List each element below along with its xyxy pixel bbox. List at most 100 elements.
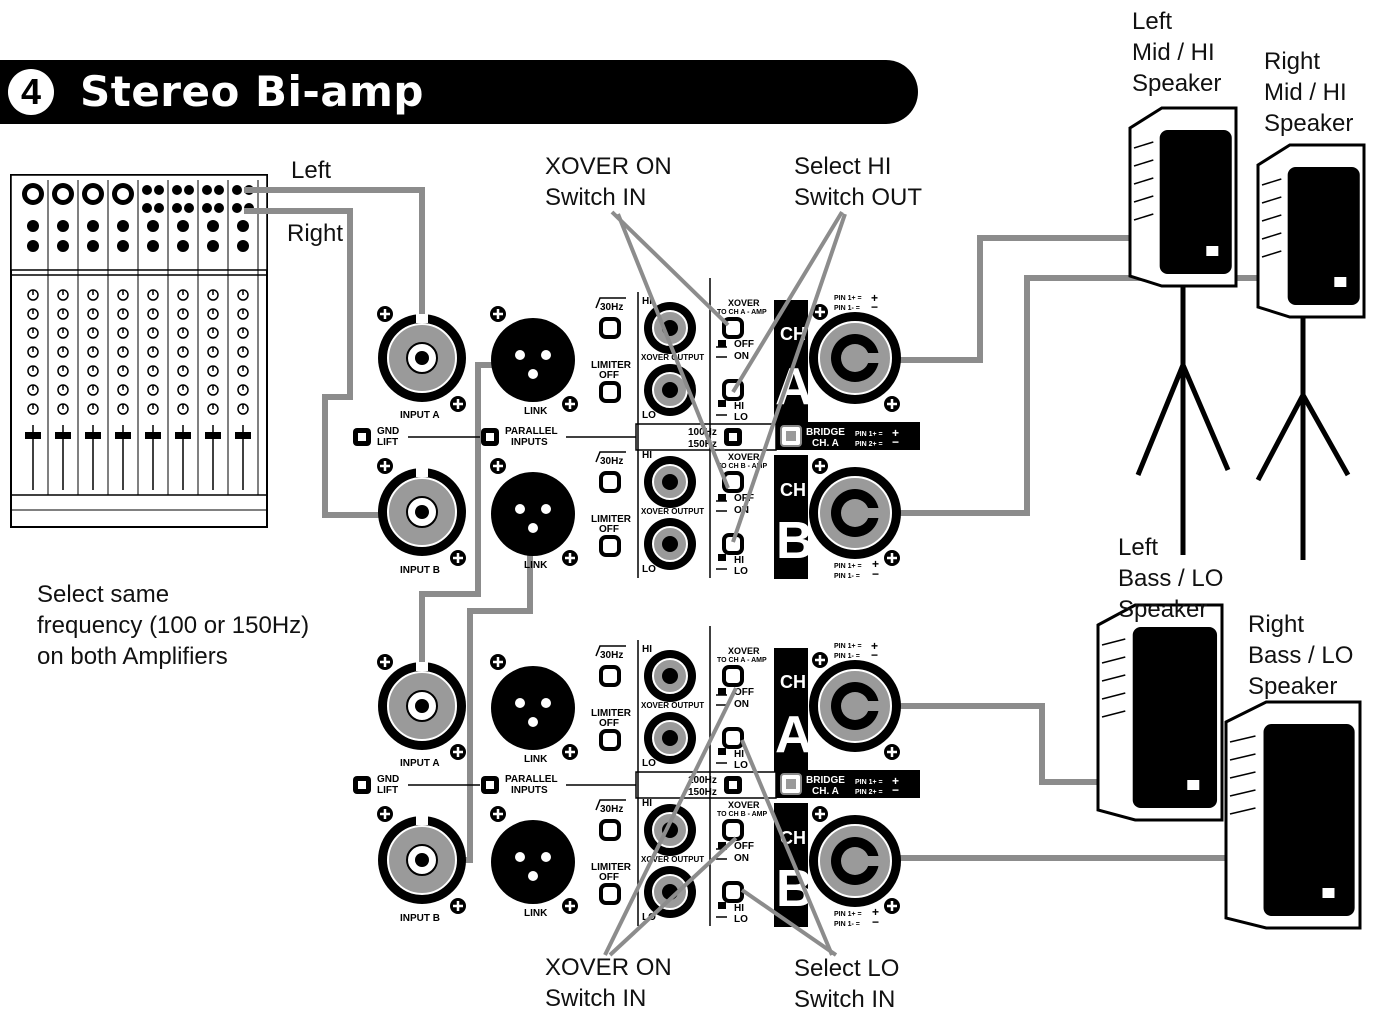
mixer-jack-icon [57, 220, 69, 232]
switch-state-mark [718, 688, 726, 695]
left-mid-speaker-side-rib [1133, 213, 1154, 221]
callout-xover-bot-b [608, 836, 738, 957]
left-mid-speaker-side-rib [1133, 195, 1154, 203]
mixer-xlr-hole [117, 188, 129, 200]
mixer-xlr-hole [57, 188, 69, 200]
speakon-core [841, 499, 869, 527]
label-b: B [776, 512, 814, 570]
left-bass-speaker-side-rib [1101, 656, 1126, 664]
label-hi: HI [734, 555, 744, 566]
select-lo-line1: Select LO [794, 955, 900, 982]
speakon-core [841, 847, 869, 875]
mixer-jack-icon [27, 240, 39, 252]
label-hi: HI [734, 749, 744, 760]
left-bass-speaker-line2: Bass / LO [1118, 565, 1224, 592]
cable-left-mid [855, 235, 1148, 363]
label-ch: CH [780, 672, 806, 692]
mixer-jack-icon [207, 240, 219, 252]
label-off: OFF [734, 841, 754, 852]
select-hi-line2: Switch OUT [794, 184, 923, 211]
left-bass-speaker-side-rib [1101, 638, 1126, 646]
plus-mark-icon [887, 553, 897, 563]
label-limiter: LIMITER [591, 360, 632, 371]
callout-lo-b [740, 888, 838, 957]
mixer-jack-icon [177, 220, 189, 232]
combo-jack-latch [416, 468, 428, 477]
label-minus: − [892, 783, 899, 797]
label-lo: LO [734, 914, 748, 925]
label-xover: XOVER [728, 646, 760, 656]
select-same-line3: on both Amplifiers [37, 643, 228, 670]
select-lo-line2: Switch IN [794, 986, 896, 1013]
label-pin1p: PIN 1+ = [855, 431, 883, 438]
mixer-rca-icon [154, 203, 164, 213]
label-on: ON [734, 351, 749, 362]
cable-left [244, 187, 425, 345]
label-xover: XOVER [728, 298, 760, 308]
right-mid-speaker-side-rib [1261, 196, 1282, 204]
plus-mark-icon [565, 399, 575, 409]
label-hi: HI [642, 798, 652, 809]
push-switch-icon [599, 665, 621, 687]
mixer-rca-icon [202, 185, 212, 195]
xlr-pin [528, 717, 538, 727]
label-bridge_ch: CH. A [812, 786, 839, 797]
xlr-pin [528, 369, 538, 379]
right-bass-speaker-line1: Right [1248, 611, 1305, 638]
select-same-line1: Select same [37, 581, 170, 608]
mixer-rca-icon [232, 185, 242, 195]
mixer-jack-icon [27, 220, 39, 232]
label-off: OFF [599, 718, 619, 729]
right-mid-stand-legs [1255, 393, 1351, 482]
plus-mark-icon [887, 399, 897, 409]
xlr-pin [515, 504, 525, 514]
right-bass-speaker-side-rib [1229, 771, 1256, 779]
callout-xover-top-a [610, 210, 730, 327]
title-number: 4 [8, 69, 54, 115]
label-plus: + [892, 426, 899, 440]
xover-on-bottom-line1: XOVER ON [545, 954, 672, 981]
mixer-rca-icon [142, 185, 152, 195]
xover-on-top-line2: Switch IN [545, 184, 647, 211]
label-xover: XOVER [728, 800, 760, 810]
right-mid-speaker-side-rib [1261, 214, 1282, 222]
label-to_ch_b: TO CH B - AMP [717, 811, 767, 818]
quarter-jack-hole [662, 730, 678, 746]
switch-center [486, 433, 494, 441]
label-lo: LO [734, 412, 748, 423]
mixer-fader-cap [235, 432, 251, 439]
push-switch-icon [599, 471, 621, 493]
xlr-pin [541, 852, 551, 862]
label-hz150: 150Hz [688, 787, 717, 798]
plus-mark-icon [493, 657, 503, 667]
cable-right-mid [855, 275, 1280, 516]
label-pin2p: PIN 2+ = [855, 441, 883, 448]
label-minus: − [872, 915, 879, 929]
label-off: OFF [734, 687, 754, 698]
mixer-jack-icon [237, 240, 249, 252]
label-minus: − [871, 300, 878, 314]
speakon-core [841, 344, 869, 372]
label-pin2p: PIN 2+ = [855, 789, 883, 796]
label-hz100: 100Hz [688, 775, 717, 786]
right-bass-speaker-side-rib [1229, 789, 1256, 797]
mixer-fader-cap [145, 432, 161, 439]
label-hz100: 100Hz [688, 427, 717, 438]
label-parallel: PARALLEL [505, 774, 558, 785]
label-plus: + [871, 291, 878, 305]
mixer-rca-icon [142, 203, 152, 213]
right-signal-label: Right [287, 220, 344, 247]
mixer-jack-icon [147, 220, 159, 232]
plus-mark-icon [815, 655, 825, 665]
freq-select-box [635, 771, 777, 799]
label-xover: XOVER [728, 452, 760, 462]
xlr-jack-icon [491, 472, 575, 556]
mixer-jack-icon [117, 220, 129, 232]
label-on: ON [734, 505, 749, 516]
label-off: OFF [734, 339, 754, 350]
label-lo: LO [642, 410, 656, 421]
right-bass-speaker-line3: Speaker [1248, 673, 1338, 700]
label-on: ON [734, 853, 749, 864]
label-parallel: PARALLEL [505, 426, 558, 437]
